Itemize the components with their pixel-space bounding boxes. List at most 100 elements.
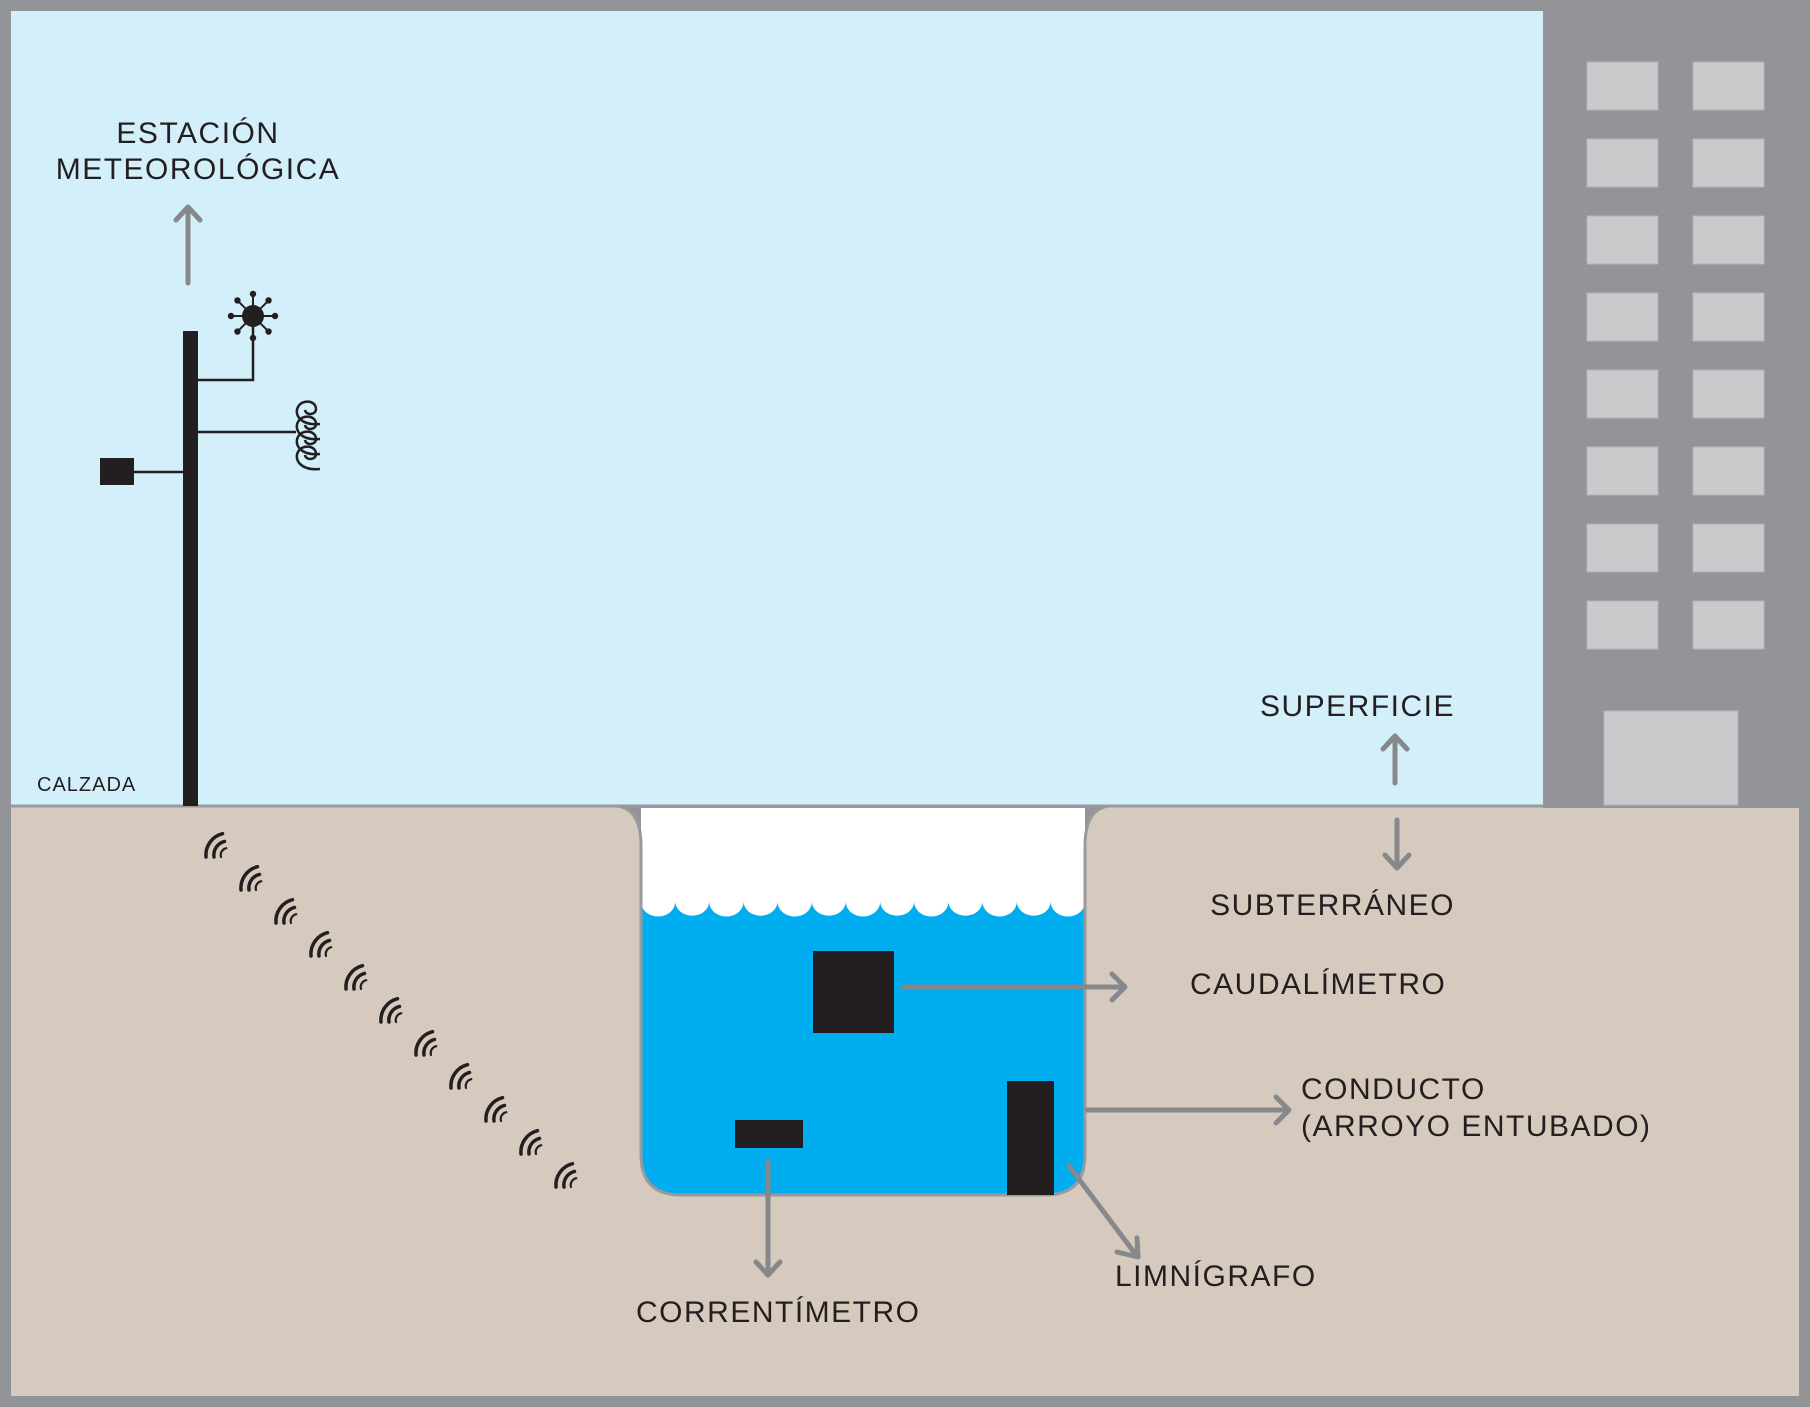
building-window [1692,138,1765,188]
building-window [1692,61,1765,111]
signal-arc [212,839,227,859]
building-window [1692,292,1765,342]
coil-sensor-icon [295,400,321,471]
wave-crest [845,902,881,917]
wireless-signal-path [204,831,578,1189]
building-window [1692,523,1765,573]
current-meter-label: CORRENTÍMETRO [636,1296,921,1329]
signal-arc [359,979,368,991]
signal-waves-icon [309,930,333,958]
signal-arc [569,1177,578,1189]
building-window [1586,600,1659,650]
anemometer-tip [265,328,272,335]
wave-crest [777,902,812,917]
water-level-recorder-sensor [1007,1081,1054,1195]
building-window [1586,138,1659,188]
signal-arc [204,831,225,859]
surface-arrow [1380,733,1410,786]
building-window [1586,215,1659,265]
air-gap [641,808,1085,918]
underground-label: SUBTERRÁNEO [1210,889,1455,922]
anemometer-tip [249,334,257,342]
conduit-label-line2: (ARROYO ENTUBADO) [1301,1110,1652,1143]
signal-arc [387,1004,402,1024]
building-window [1692,369,1765,419]
building [1543,0,1810,808]
conduit-arrow [1084,1094,1292,1126]
signal-waves-icon [519,1128,543,1156]
conduit-label-line1: CONDUCTO [1301,1073,1486,1106]
signal-arc [274,897,295,925]
signal-arc [219,847,228,859]
signal-arc [499,1111,508,1123]
building-window [1586,369,1659,419]
signal-arc [464,1078,473,1090]
anemometer-tip [271,312,279,320]
signal-arc [344,963,365,991]
signal-arc [554,1161,575,1189]
signal-arc [394,1012,403,1024]
weather-station-arrow [173,204,203,286]
current-meter-arrow [753,1158,783,1278]
current-meter-sensor [735,1120,803,1148]
wave-crest [880,902,915,916]
signal-waves-icon [204,831,228,859]
signal-arc [414,1029,435,1057]
signal-arc [247,872,262,892]
station-pole [183,331,198,806]
anemometer-tip [265,297,272,304]
signal-arc [422,1037,437,1057]
sun-like-sensor-icon [227,290,279,342]
signal-waves-icon [239,864,263,892]
building-window [1586,292,1659,342]
sky-area [11,11,1543,806]
signal-arc [379,996,400,1024]
building-window [1692,446,1765,496]
signal-arc [484,1095,505,1123]
wave-crest [675,902,710,916]
signal-arc [562,1169,577,1189]
signal-waves-icon [414,1029,438,1057]
surface-label: SUPERFICIE [1260,690,1455,723]
flowmeter-label: CAUDALÍMETRO [1190,968,1446,1001]
anemometer-tip [249,290,257,298]
weather-station [100,290,321,806]
wave-crest [641,902,676,917]
signal-arc [289,913,298,925]
building-body [1543,0,1810,808]
signal-arc [324,946,333,958]
underground-arrow [1382,817,1412,871]
signal-arc [352,971,367,991]
signal-waves-icon [484,1095,508,1123]
signal-arc [309,930,330,958]
ground-area [11,806,1799,1396]
box-sensor-icon [100,458,134,485]
signal-arc [429,1045,438,1057]
anemometer-tip [227,312,235,320]
flowmeter-sensor [813,951,894,1033]
anemometer-arm [198,322,255,382]
road-label: CALZADA [37,774,136,796]
anemometer-hub [242,305,264,327]
signal-arc [457,1070,472,1090]
anemometer-tip [234,297,241,304]
signal-waves-icon [344,963,368,991]
building-window [1692,215,1765,265]
water-level-recorder-label: LIMNÍGRAFO [1115,1260,1317,1293]
coil-loop [295,445,321,471]
signal-waves-icon [554,1161,578,1189]
wave-crest [709,902,744,917]
arrows [173,204,1412,1278]
channel-outline [615,804,1111,1197]
signal-arc [527,1136,542,1156]
building-window [1586,61,1659,111]
flowmeter-arrow [900,971,1128,1003]
building-window [1692,600,1765,650]
signal-arc [534,1144,543,1156]
wave-crest [743,902,778,916]
signal-arc [519,1128,540,1156]
signal-waves-icon [379,996,403,1024]
wave-crest [1050,902,1085,917]
